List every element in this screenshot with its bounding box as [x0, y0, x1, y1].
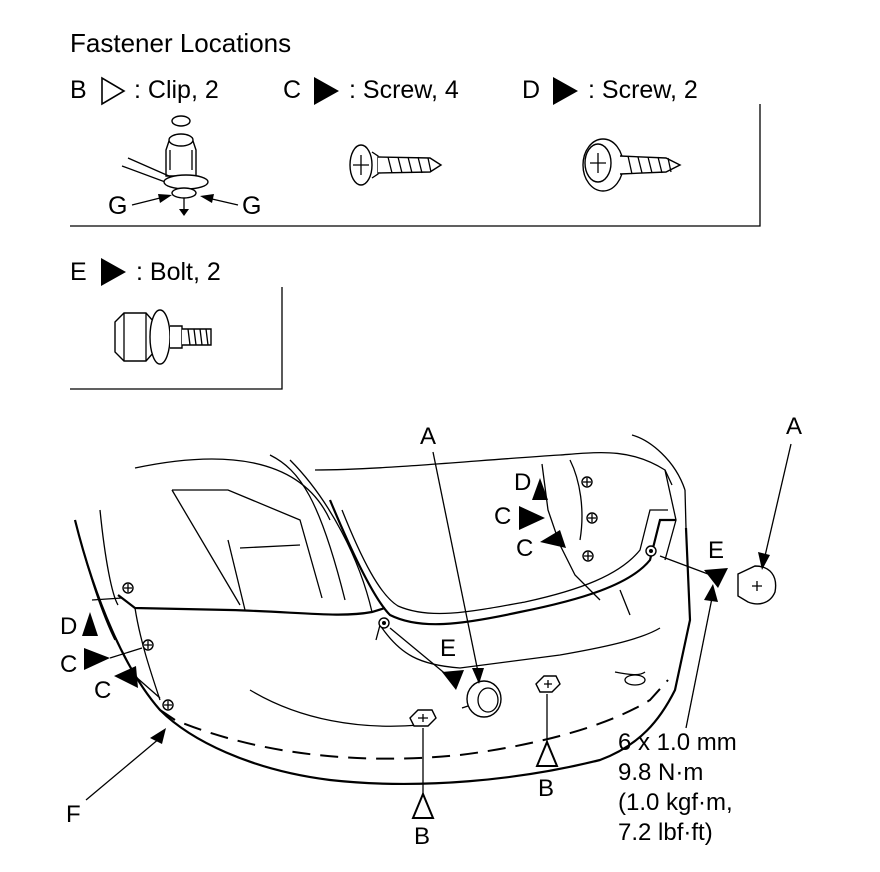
arrow-icon	[158, 194, 172, 203]
fastener-holes	[122, 476, 657, 727]
clip-slot-left	[409, 709, 437, 727]
hole-c-left1	[142, 639, 154, 651]
bumper-cover-outline	[73, 519, 692, 785]
callout-a-right: A	[758, 413, 802, 570]
callout-c-upper2: C	[516, 530, 566, 562]
clip-tool-label-left: G	[108, 192, 127, 220]
legend-b-letter: B	[70, 76, 87, 104]
torque-line-2: 9.8 N·m	[618, 759, 703, 786]
legend-e-letter: E	[70, 258, 87, 286]
torque-line-1: 6 x 1.0 mm	[618, 729, 737, 756]
torque-callout: 6 x 1.0 mm 9.8 N·m (1.0 kgf·m, 7.2 lbf·f…	[618, 584, 737, 846]
clip-hollow-triangle-icon	[101, 76, 126, 106]
bumper-lower-edge	[159, 679, 669, 760]
callout-a-center: A	[420, 423, 484, 684]
svg-text:C: C	[516, 535, 533, 562]
callout-b-right: B	[535, 694, 559, 802]
clip-tool-label-right: G	[242, 192, 261, 220]
hole-d-upper	[581, 476, 593, 488]
diagram-title: Fastener Locations	[70, 28, 291, 58]
vehicle-rear-body	[73, 434, 692, 785]
bolt-illustration	[114, 309, 212, 365]
clip-slot-right	[535, 675, 561, 693]
legend-c-letter: C	[283, 76, 301, 104]
bolt-e-triangle-icon	[101, 258, 126, 286]
hole-c-upper1	[586, 512, 598, 524]
legend-d-letter: D	[522, 76, 540, 104]
legend-c-text: : Screw, 4	[349, 76, 459, 104]
callout-d-left: D	[60, 597, 123, 640]
legend-b-text: : Clip, 2	[134, 76, 219, 104]
hole-c-upper2	[582, 550, 594, 562]
hole-d-left	[122, 582, 134, 594]
callout-d-upper: D	[514, 469, 548, 500]
svg-text:D: D	[514, 469, 531, 496]
svg-text:E: E	[708, 537, 724, 564]
svg-text:C: C	[494, 503, 511, 530]
legend-d-text: : Screw, 2	[588, 76, 698, 104]
hole-c-left2	[162, 699, 174, 711]
torque-line-4: 7.2 lbf·ft)	[618, 819, 713, 846]
callout-c-upper1: C	[494, 503, 545, 530]
screw-d-triangle-icon	[553, 77, 578, 105]
legend-e-text: : Bolt, 2	[136, 258, 221, 286]
svg-text:B: B	[414, 823, 430, 850]
reflector-center	[461, 680, 502, 718]
legend-box-top	[70, 104, 761, 227]
callout-f: F	[66, 728, 166, 828]
callout-e-mid: E	[389, 627, 464, 690]
svg-text:D: D	[60, 613, 77, 640]
screw-c-illustration	[349, 144, 443, 186]
hole-e-right	[645, 545, 657, 557]
callout-b-left: B	[411, 728, 435, 850]
callout-c-left2: C	[94, 666, 161, 704]
callout-e-right: E	[659, 537, 728, 588]
torque-line-3: (1.0 kgf·m,	[618, 789, 733, 816]
svg-text:E: E	[440, 635, 456, 662]
svg-text:A: A	[786, 413, 802, 440]
legend-box-bottom	[70, 287, 283, 390]
screw-d-illustration	[582, 138, 682, 192]
svg-text:F: F	[66, 801, 81, 828]
reflector-right	[737, 565, 777, 605]
screw-c-triangle-icon	[314, 77, 339, 105]
callout-c-left1: C	[60, 647, 143, 678]
arrow-icon	[200, 194, 214, 203]
svg-text:C: C	[60, 651, 77, 678]
svg-text:B: B	[538, 775, 554, 802]
clip-illustration	[121, 115, 209, 216]
svg-text:C: C	[94, 677, 111, 704]
hole-e-left	[378, 617, 390, 629]
svg-text:A: A	[420, 423, 436, 450]
